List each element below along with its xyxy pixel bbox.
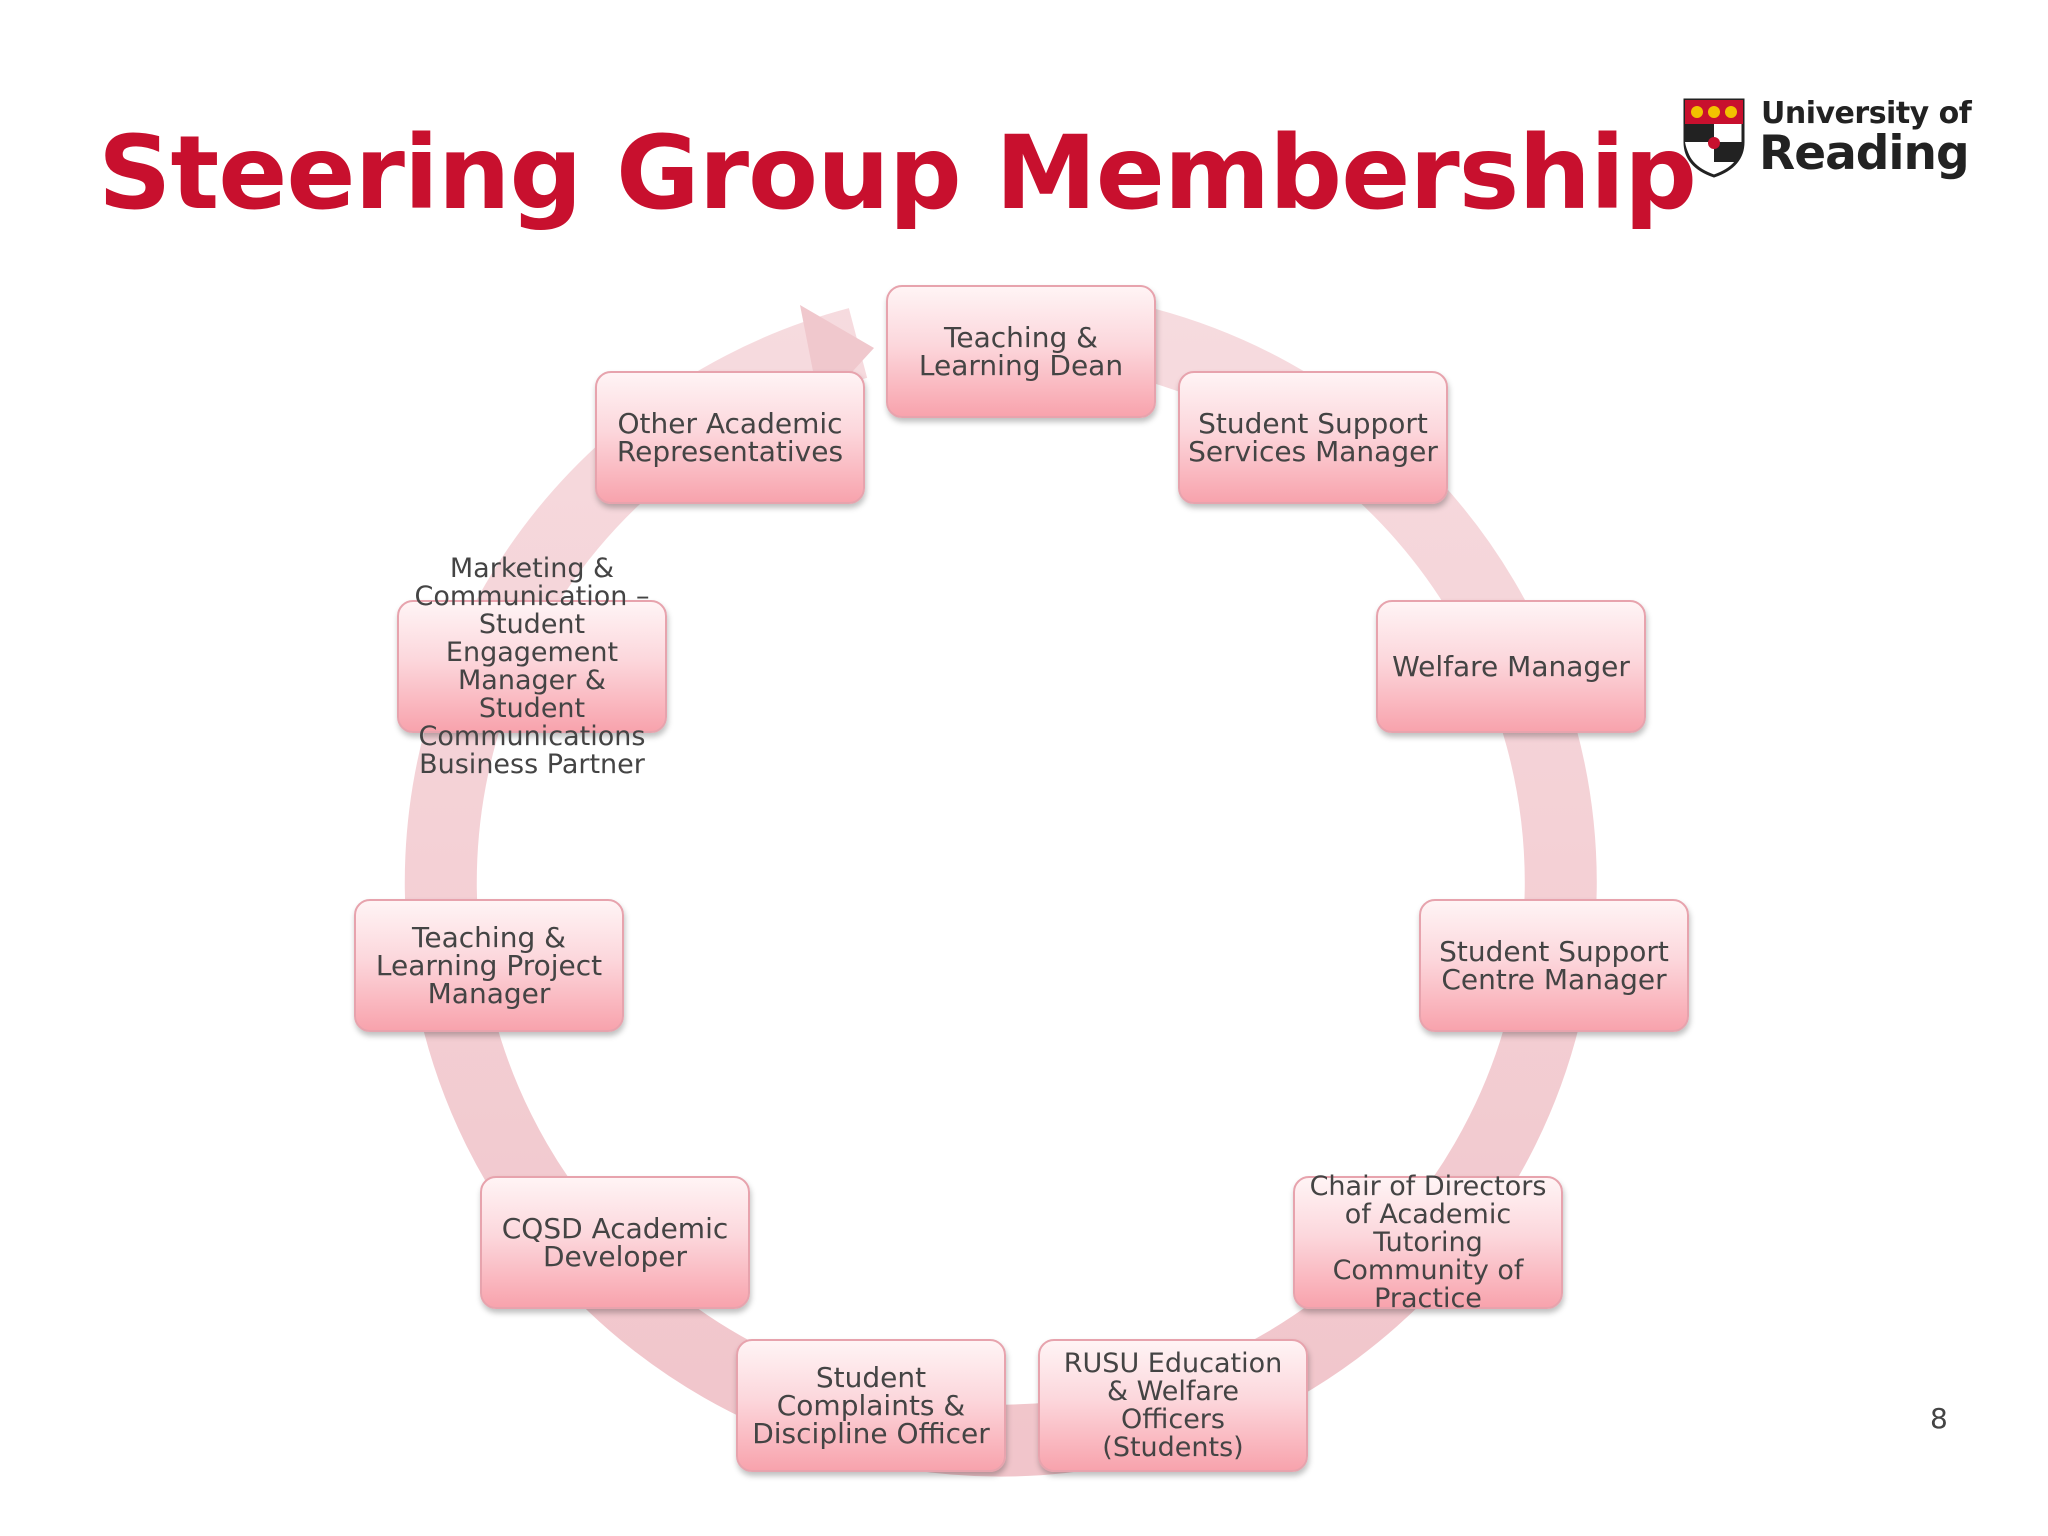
member-label: CQSD Academic Developer [501, 1211, 729, 1273]
member-label: RUSU Education & Welfare Officers (Stude… [1063, 1347, 1283, 1463]
member-node-student-support-centre-manager: Student Support Centre Manager [1419, 899, 1689, 1032]
member-node-student-support-services-manager: Student Support Services Manager [1178, 371, 1448, 504]
logo-text-line2: Reading [1759, 126, 1970, 181]
page-number: 8 [1930, 1402, 1948, 1435]
member-label: Student Complaints & Discipline Officer [752, 1360, 990, 1450]
member-label: Other Academic Representatives [616, 406, 844, 468]
member-node-welfare-manager: Welfare Manager [1376, 600, 1646, 733]
slide-title: Steering Group Membership [98, 114, 1697, 233]
logo-text-line1: University of [1761, 96, 1972, 131]
member-label: Teaching & Learning Project Manager [375, 920, 603, 1010]
crest-icon [1683, 98, 1745, 178]
member-node-teaching-learning-dean: Teaching & Learning Dean [886, 285, 1156, 418]
member-label: Marketing & Communication – Student Enga… [414, 552, 650, 780]
member-label: Chair of Directors of Academic Tutoring … [1309, 1170, 1547, 1314]
member-label: Student Support Centre Manager [1439, 934, 1669, 996]
member-node-cqsd-academic-developer: CQSD Academic Developer [480, 1176, 750, 1309]
member-node-chair-of-directors: Chair of Directors of Academic Tutoring … [1293, 1172, 1563, 1312]
member-label: Teaching & Learning Dean [918, 320, 1124, 382]
member-node-student-complaints-officer: Student Complaints & Discipline Officer [736, 1339, 1006, 1472]
member-node-marketing-communication: Marketing & Communication – Student Enga… [397, 554, 667, 778]
university-logo: University of Reading [1683, 96, 1972, 186]
member-node-teaching-learning-project-manager: Teaching & Learning Project Manager [354, 899, 624, 1032]
member-node-rusu-officers: RUSU Education & Welfare Officers (Stude… [1038, 1339, 1308, 1472]
member-label: Student Support Services Manager [1188, 406, 1438, 468]
member-node-other-academic-representatives: Other Academic Representatives [595, 371, 865, 504]
member-label: Welfare Manager [1392, 649, 1630, 683]
